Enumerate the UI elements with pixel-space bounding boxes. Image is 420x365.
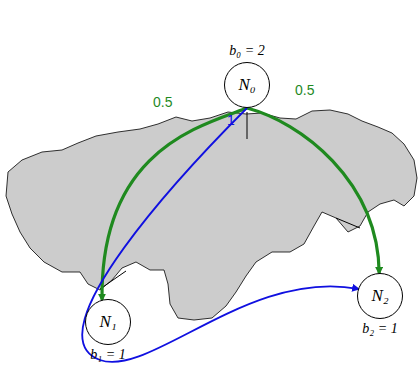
- flow-arrow: [82, 108, 358, 362]
- flow-arrow: [102, 108, 247, 300]
- node-name: N₁: [99, 312, 116, 332]
- network-node: N₀b₀ = 2: [224, 62, 270, 108]
- node-budget: b₂ = 1: [362, 321, 397, 337]
- flow-share: 1: [226, 112, 236, 128]
- border-mark: [336, 218, 360, 228]
- node-budget: b₀ = 2: [229, 43, 264, 59]
- node-name: N₂: [371, 286, 388, 306]
- network-node: N₁b₁ = 1: [85, 299, 131, 345]
- flow-share: 0.5: [294, 82, 315, 98]
- node-name: N₀: [238, 75, 255, 95]
- flow-share: 0.5: [152, 94, 173, 110]
- network-node: N₂b₂ = 1: [357, 273, 403, 319]
- node-budget: b₁ = 1: [90, 347, 125, 363]
- border-mark: [247, 112, 248, 139]
- flow-arrow: [247, 108, 379, 273]
